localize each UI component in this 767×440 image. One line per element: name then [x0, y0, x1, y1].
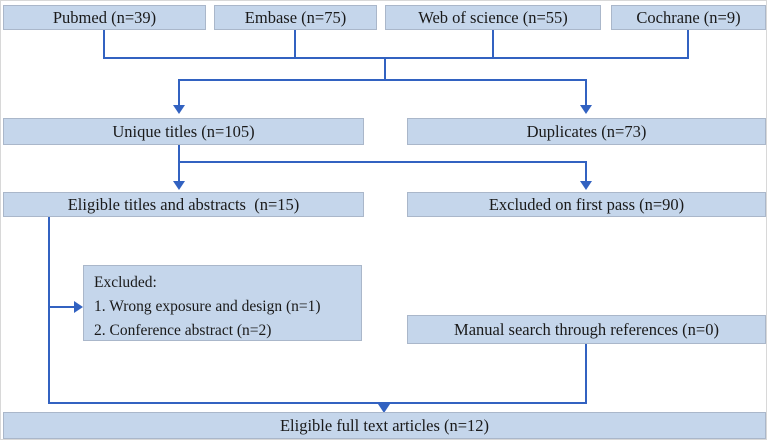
connector-pubmed-stub: [103, 30, 105, 58]
connector-to-duplicates: [585, 79, 587, 107]
node-duplicates-label: Duplicates (n=73): [526, 121, 647, 141]
connector-bottom-merge-bar: [48, 402, 587, 404]
node-unique-titles-label: Unique titles (n=105): [112, 121, 255, 141]
arrowhead-eligible-full-text: [378, 404, 390, 413]
node-excluded-reasons: Excluded: 1. Wrong exposure and design (…: [83, 265, 362, 341]
node-embase-label: Embase (n=75): [244, 7, 347, 27]
connector-center-stub: [384, 57, 386, 81]
node-excluded-first-pass-label: Excluded on first pass (n=90): [488, 194, 685, 214]
connector-unique-stub: [178, 145, 180, 163]
connector-eligible-descender: [48, 217, 50, 404]
node-eligible-titles-abstracts-label: Eligible titles and abstracts (n=15): [67, 194, 300, 214]
arrowhead-unique-titles: [173, 105, 185, 114]
node-cochrane-label: Cochrane (n=9): [636, 7, 741, 27]
node-eligible-titles-abstracts: Eligible titles and abstracts (n=15): [3, 192, 364, 217]
node-pubmed: Pubmed (n=39): [3, 5, 206, 30]
node-manual-search: Manual search through references (n=0): [407, 315, 766, 344]
node-manual-search-label: Manual search through references (n=0): [454, 319, 719, 339]
connector-merge-bar: [103, 57, 689, 59]
node-web-of-science: Web of science (n=55): [385, 5, 601, 30]
arrowhead-excluded-first: [580, 181, 592, 190]
node-eligible-full-text-label: Eligible full text articles (n=12): [279, 415, 490, 435]
node-unique-titles: Unique titles (n=105): [3, 118, 364, 145]
arrowhead-eligible-ta: [173, 181, 185, 190]
connector-split-bar-2: [178, 161, 587, 163]
excluded-reasons-item-2: 2. Conference abstract (n=2): [94, 322, 272, 339]
excluded-reasons-title: Excluded:: [94, 274, 157, 291]
connector-excluded-branch: [48, 306, 75, 308]
node-duplicates: Duplicates (n=73): [407, 118, 766, 145]
node-excluded-first-pass: Excluded on first pass (n=90): [407, 192, 766, 217]
connector-to-excluded-first: [585, 161, 587, 183]
connector-cochrane-stub: [687, 30, 689, 58]
excluded-reasons-item-1: 1. Wrong exposure and design (n=1): [94, 298, 321, 315]
connector-manual-descender: [585, 344, 587, 404]
connector-wos-stub: [492, 30, 494, 58]
arrowhead-duplicates: [580, 105, 592, 114]
connector-to-unique: [178, 79, 180, 107]
connector-split-bar-1: [178, 79, 587, 81]
node-web-of-science-label: Web of science (n=55): [418, 7, 568, 27]
connector-to-eligible-ta: [178, 161, 180, 183]
node-cochrane: Cochrane (n=9): [611, 5, 766, 30]
node-pubmed-label: Pubmed (n=39): [52, 7, 157, 27]
arrowhead-excluded-reasons: [74, 301, 83, 313]
connector-embase-stub: [294, 30, 296, 58]
node-eligible-full-text: Eligible full text articles (n=12): [3, 412, 766, 439]
node-embase: Embase (n=75): [214, 5, 377, 30]
